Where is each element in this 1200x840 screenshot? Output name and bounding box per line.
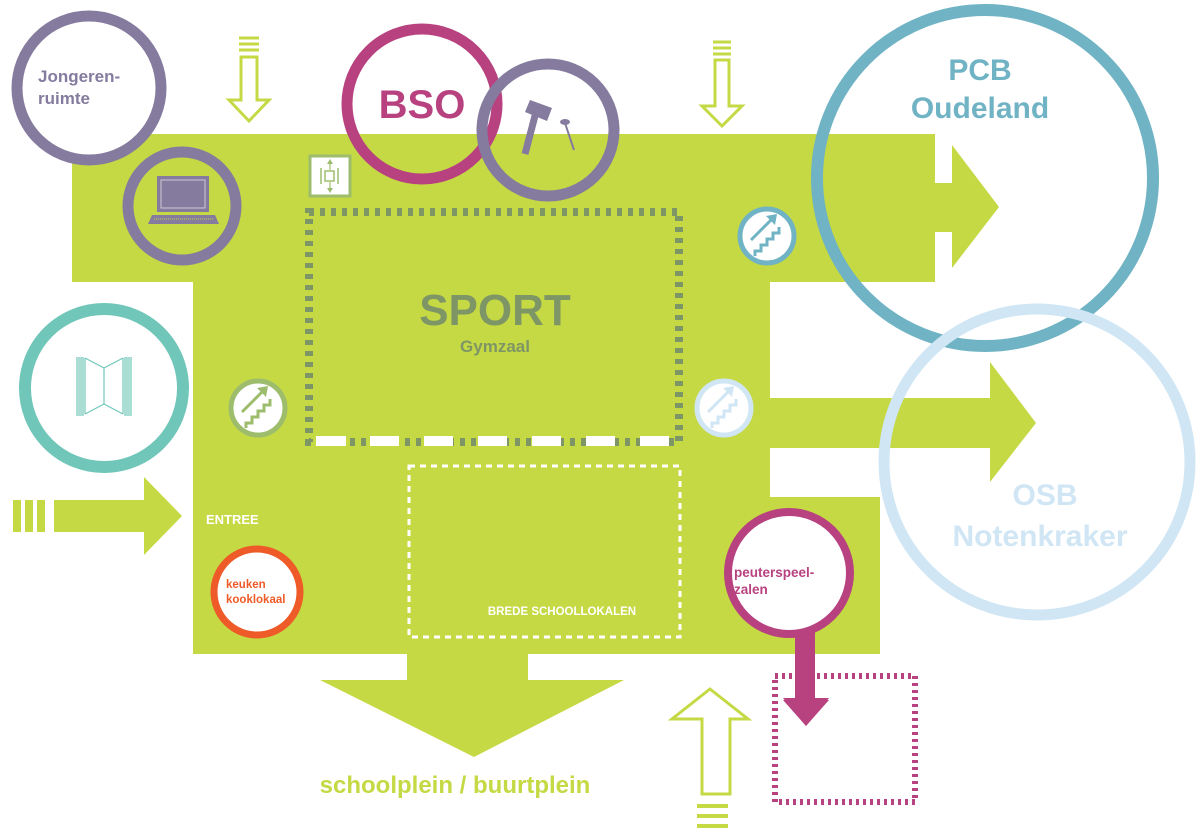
stairs-icon-left [228, 378, 288, 438]
arrow-down-outline-icon [698, 40, 746, 129]
playground-outline [772, 673, 918, 805]
peuter-arrow-head-overlay [783, 698, 829, 726]
door-opening [370, 436, 399, 446]
door-opening [316, 436, 346, 446]
peuterspeelzalen-circle[interactable]: peuterspeel- zalen [724, 508, 854, 726]
stairs-icon-top-right [737, 206, 797, 266]
pcb-label-line1: PCB [948, 54, 1011, 87]
entrance-arrow-stripe [37, 500, 45, 532]
pcb-oudeland-circle[interactable]: PCB Oudeland [811, 4, 1159, 352]
schoolplein-label: schoolplein / buurtplein [320, 772, 591, 799]
arrow-to-osb [900, 362, 1036, 482]
door-opening [586, 436, 615, 446]
entrance-arrow-head [144, 477, 182, 555]
arrow-to-pcb [935, 145, 999, 268]
brede-school-outline [407, 464, 682, 639]
entree-label: ENTREE [206, 512, 259, 527]
library-circle[interactable] [19, 303, 189, 473]
sport-hall-doors [316, 436, 669, 446]
door-opening [424, 436, 453, 446]
pcb-label-line2: Oudeland [911, 92, 1049, 125]
courtyard-cutout [770, 282, 910, 398]
door-opening [532, 436, 561, 446]
sport-hall: SPORT Gymzaal [305, 208, 683, 446]
jongerenruimte-label-line2: ruimte [38, 89, 90, 108]
entrance-arrow-shaft [54, 500, 144, 532]
elevator-icon [308, 154, 352, 198]
osb-label-line2: Notenkraker [952, 520, 1127, 553]
keuken-label-line2: kooklokaal [226, 594, 285, 606]
peuter-label-line1: peuterspeel- [734, 565, 814, 580]
keuken-circle[interactable]: keuken kooklokaal [210, 545, 304, 639]
entrance-arrow-stripe [25, 500, 33, 532]
laptop-icon [148, 176, 219, 224]
peuter-arrow-shaft-overlay [795, 672, 815, 702]
building-footprint [13, 134, 1036, 757]
jongerenruimte-label-line1: Jongeren- [38, 67, 120, 86]
door-opening [640, 436, 669, 446]
brede-school-area: BREDE SCHOOLLOKALEN [407, 464, 682, 639]
peuter-label-line2: zalen [734, 582, 768, 597]
arrow-up-outline-icon [667, 687, 753, 828]
jongerenruimte-circle[interactable]: Jongeren- ruimte [11, 10, 167, 166]
stairs-icon-right [694, 378, 754, 438]
sport-title: SPORT [419, 286, 571, 335]
hammer-nail-icon [521, 100, 575, 155]
bso-label: BSO [379, 83, 466, 127]
arrow-down-outline-icon [225, 36, 273, 124]
keuken-label-line1: keuken [226, 579, 266, 591]
open-book-icon [76, 357, 132, 416]
entrance-arrow-stripe [13, 500, 21, 532]
bso-circle[interactable]: BSO [341, 23, 503, 185]
workshop-circle[interactable] [476, 58, 620, 202]
brede-school-label: BREDE SCHOOLLOKALEN [488, 606, 636, 618]
osb-label-line1: OSB [1012, 479, 1077, 512]
arrow-to-schoolplein [320, 654, 624, 757]
door-opening [478, 436, 507, 446]
laptop-circle[interactable] [122, 146, 242, 266]
osb-notenkraker-circle[interactable]: OSB Notenkraker [878, 303, 1196, 621]
sport-subtitle: Gymzaal [460, 337, 530, 356]
